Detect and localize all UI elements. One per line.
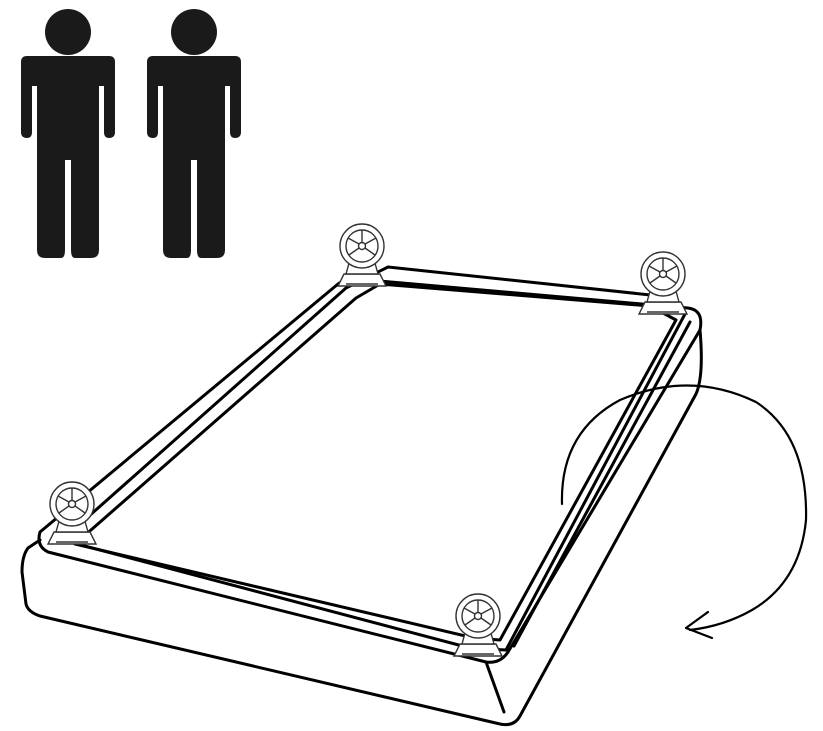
rotation-arrow-icon (560, 384, 808, 640)
two-person-lift-icon (21, 9, 241, 258)
bed-base (20, 265, 703, 727)
caster-wheel-icon (453, 593, 503, 657)
caster-wheel-icon (638, 251, 688, 315)
caster-wheel-icon (337, 223, 387, 287)
caster-wheel-icon (47, 481, 97, 545)
person-icon (21, 9, 115, 258)
person-icon (147, 9, 241, 258)
